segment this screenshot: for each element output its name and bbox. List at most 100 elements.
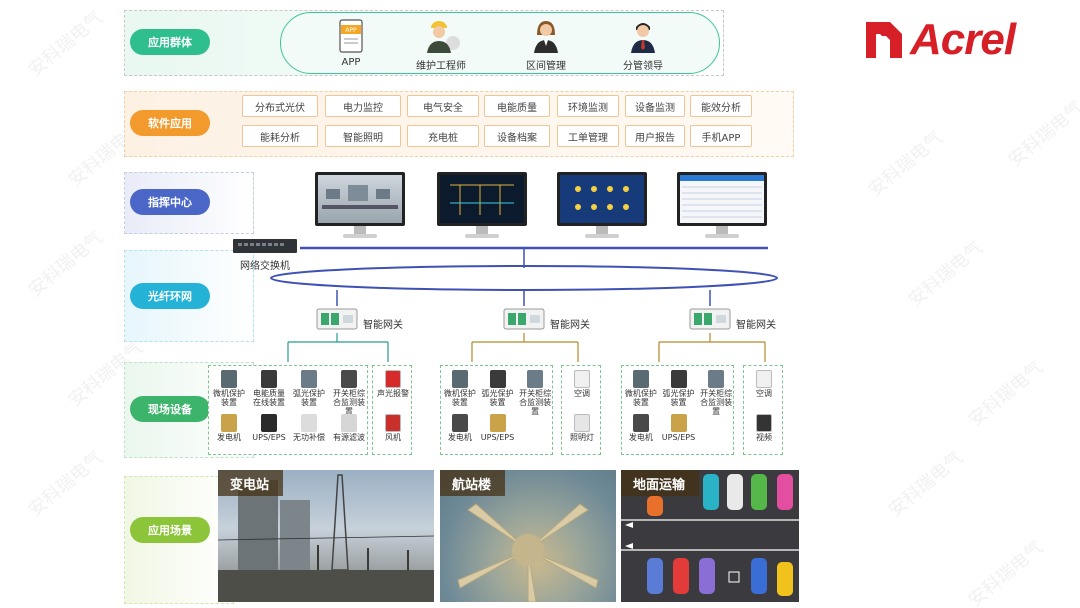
field-device: 微机保护装置 (442, 370, 478, 407)
device-icon (527, 370, 544, 388)
software-app-button[interactable]: 设备监测 (625, 95, 685, 117)
field-device: 发电机 (442, 414, 478, 442)
software-app-button[interactable]: 能效分析 (690, 95, 752, 117)
layer-label-scene: 应用场景 (130, 517, 210, 543)
network-switch-icon (233, 239, 297, 253)
software-app-button[interactable]: 环境监测 (557, 95, 619, 117)
device-icon (574, 370, 590, 388)
device-label: 空调 (574, 389, 590, 398)
device-label: 声光报警 (377, 389, 409, 398)
device-icon (574, 414, 590, 432)
device-label: 微机保护装置 (624, 389, 657, 407)
smart-gateway (502, 306, 546, 336)
scene-tag-ground-transport: 地面运输 (621, 470, 700, 496)
user-label-app: APP (341, 57, 361, 68)
scene-ground-transport: 地面运输 (621, 470, 799, 602)
device-label: 微机保护装置 (213, 389, 245, 407)
device-icon (756, 370, 772, 388)
switch-label: 网络交换机 (240, 261, 290, 272)
field-device-side-group: 空调照明灯 (561, 365, 601, 455)
scene-terminal: 航站楼 (440, 470, 616, 602)
software-app-button[interactable]: 电气安全 (407, 95, 479, 117)
software-app-button[interactable]: 能耗分析 (242, 125, 318, 147)
software-app-button[interactable]: 电能质量 (484, 95, 550, 117)
field-device-group: 微机保护装置弧光保护装置开关柜综合监测装置发电机 UPS/EPS (440, 365, 553, 455)
device-icon (301, 370, 317, 388)
smart-gateway (688, 306, 732, 336)
software-app-button[interactable]: 分布式光伏 (242, 95, 318, 117)
software-app-button[interactable]: 智能照明 (325, 125, 401, 147)
device-icon (670, 414, 687, 432)
software-app-button[interactable]: 电力监控 (325, 95, 401, 117)
device-label: 发电机 (217, 433, 241, 442)
device-label: UPS/EPS (480, 433, 515, 442)
device-label: 风机 (385, 433, 401, 442)
software-app-button[interactable]: 设备档案 (484, 125, 550, 147)
user-label-engineer: 维护工程师 (416, 61, 466, 72)
device-label: 视频 (756, 433, 772, 442)
user-section-manager: 区间管理 (506, 19, 586, 72)
user-label-leader: 分管领导 (623, 61, 663, 72)
layer-label-software: 软件应用 (130, 110, 210, 136)
device-label: 开关柜综合监测装置 (519, 389, 552, 416)
software-app-button[interactable]: 用户报告 (625, 125, 685, 147)
device-label: 无功补偿 (293, 433, 325, 442)
software-app-button[interactable]: 工单管理 (557, 125, 619, 147)
engineer-icon (427, 21, 460, 53)
monitor-screen-lighting (557, 172, 647, 226)
monitor-screen-diagram (437, 172, 527, 226)
device-icon (632, 414, 649, 432)
device-icon (756, 414, 772, 432)
field-device-group: 微机保护装置弧光保护装置开关柜综合监测装置发电机 UPS/EPS (621, 365, 734, 455)
user-group-bar: APP APP 维护工程师 区间管理 分管领导 (280, 12, 720, 74)
monitor-3 (557, 172, 647, 238)
device-icon (221, 414, 237, 432)
device-label: 发电机 (447, 433, 472, 442)
field-device: 照明灯 (564, 414, 600, 442)
device-label: 空调 (756, 389, 772, 398)
field-device: UPS/EPS (661, 414, 697, 442)
device-label: UPS/EPS (661, 433, 696, 442)
user-engineer: 维护工程师 (401, 19, 481, 72)
device-label: 电能质量在线装置 (253, 389, 285, 407)
gateway-label: 智能网关 (363, 320, 403, 331)
field-device: 空调 (746, 370, 782, 398)
field-device: 无功补偿 (291, 414, 327, 442)
field-device: 发电机 (623, 414, 659, 442)
scene-tag-substation: 变电站 (218, 470, 284, 496)
field-device: UPS/EPS (480, 414, 516, 442)
device-icon (489, 414, 506, 432)
field-device: 开关柜综合监测装置 (698, 370, 734, 416)
device-icon (221, 370, 237, 388)
software-app-button[interactable]: 充电桩 (407, 125, 479, 147)
acrel-logo: Acrel (864, 15, 1016, 64)
device-icon (341, 370, 357, 388)
device-label: 照明灯 (570, 433, 594, 442)
device-icon (632, 370, 649, 388)
field-device: 弧光保护装置 (480, 370, 516, 407)
monitor-screen-table (677, 172, 767, 226)
app-icon: APP (339, 19, 363, 53)
field-device: 发电机 (211, 414, 247, 442)
software-app-button[interactable]: 手机APP (690, 125, 752, 147)
device-label: 开关柜综合监测装置 (700, 389, 733, 416)
brand-name: Acrel (910, 15, 1016, 64)
device-icon (385, 370, 401, 388)
device-icon (708, 370, 725, 388)
field-device: 弧光保护装置 (291, 370, 327, 407)
monitor-4 (677, 172, 767, 238)
monitor-2 (437, 172, 527, 238)
device-label: 发电机 (628, 433, 653, 442)
device-label: 有源滤波 (333, 433, 365, 442)
field-device: 微机保护装置 (623, 370, 659, 407)
field-device: 弧光保护装置 (661, 370, 697, 407)
field-device: 风机 (375, 414, 411, 442)
gateway-device-icon (316, 308, 358, 330)
gateway-label: 智能网关 (550, 320, 590, 331)
device-icon (451, 414, 468, 432)
layer-label-app: 应用群体 (130, 29, 210, 55)
device-label: UPS/EPS (252, 433, 286, 442)
user-leader: 分管领导 (603, 19, 683, 72)
